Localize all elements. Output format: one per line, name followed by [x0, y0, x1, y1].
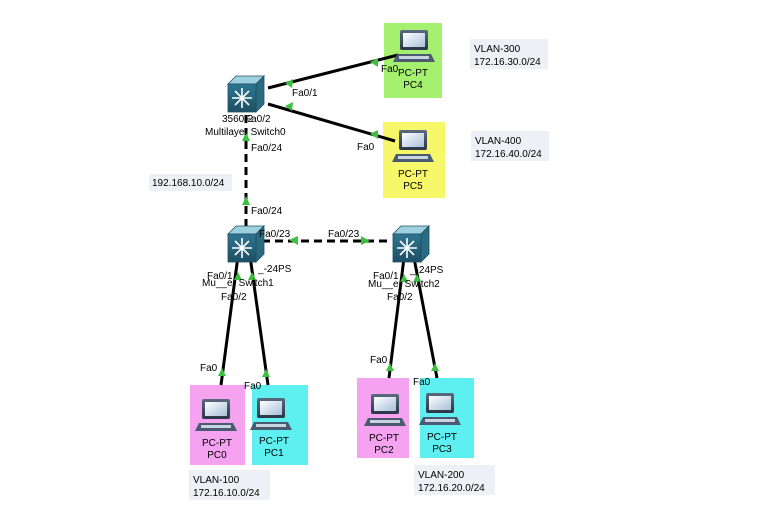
pc3[interactable] — [419, 393, 461, 425]
link-up-indicator — [242, 196, 250, 205]
link-up-indicator — [248, 272, 256, 280]
note-background — [470, 39, 548, 69]
port-label: Fa0/2 — [245, 114, 271, 125]
note-vlan200: VLAN-200 172.16.20.0/24 — [414, 465, 495, 495]
ms2-model: _-24PS — [409, 265, 444, 276]
ms1-name: Mu__er Switch1 — [202, 278, 274, 289]
port-labels: Fa0/1 Fa0/2 Fa0/24 Fa0/24 Fa0/23 Fa0/23 … — [200, 64, 431, 392]
pc4-name: PC4 — [403, 80, 423, 91]
port-label: Fa0 — [357, 142, 375, 153]
note-vlan-net: 172.16.20.0/24 — [418, 483, 485, 494]
pc-icon — [195, 399, 237, 431]
port-label: Fa0/24 — [251, 143, 283, 154]
switch-arrows-icon — [232, 238, 252, 258]
link-ms2-pc2[interactable] — [387, 257, 406, 379]
note-vlan-net: 172.16.40.0/24 — [475, 149, 542, 160]
pc4-type: PC-PT — [398, 68, 428, 79]
pc-icon — [364, 394, 406, 426]
pc4[interactable] — [393, 30, 435, 62]
multilayer-switch2[interactable] — [392, 225, 430, 263]
port-label: Fa0 — [200, 363, 218, 374]
pc1-name: PC1 — [264, 448, 284, 459]
port-label: Fa0/23 — [328, 229, 360, 240]
link-up-indicator — [285, 79, 293, 88]
port-label: Fa0/1 — [207, 271, 233, 282]
link-up-indicator — [234, 272, 242, 280]
pc0-name: PC0 — [207, 450, 227, 461]
link-up-indicator — [370, 58, 378, 67]
note-vlan-net: 172.16.30.0/24 — [474, 57, 541, 68]
link-up-indicator — [431, 363, 439, 371]
pc2-type: PC-PT — [369, 433, 399, 444]
link-up-indicator — [400, 274, 408, 282]
note-background — [414, 465, 495, 495]
link-status-indicators — [218, 58, 439, 377]
link-ms1-pc0[interactable] — [219, 255, 240, 386]
port-label: Fa0/2 — [387, 292, 413, 303]
pc2[interactable] — [364, 394, 406, 426]
note-vlan400: VLAN-400 172.16.40.0/24 — [471, 131, 549, 161]
link-up-indicator — [370, 130, 378, 139]
link-up-indicator — [413, 274, 421, 282]
pc5-type: PC-PT — [398, 169, 428, 180]
note-vlan-name: VLAN-100 — [193, 475, 240, 486]
pc-icon — [393, 30, 435, 62]
pc5-name: PC5 — [403, 181, 423, 192]
pc3-name: PC3 — [432, 444, 452, 455]
pc1[interactable] — [250, 398, 292, 430]
pc1-type: PC-PT — [259, 436, 289, 447]
note-background — [471, 131, 549, 161]
ms0-name: Multilayer Switch0 — [205, 127, 286, 138]
ms1-model: _-24PS — [257, 264, 292, 275]
pc0-type: PC-PT — [202, 438, 232, 449]
link-up-indicator — [285, 102, 293, 111]
pc-icon — [250, 398, 292, 430]
port-label: Fa0/2 — [221, 292, 247, 303]
pc-icon — [392, 130, 434, 162]
port-label: Fa0/1 — [292, 88, 318, 99]
note-uplink-net: 192.168.10.0/24 — [152, 178, 225, 189]
note-background — [149, 174, 232, 191]
port-label: Fa0/23 — [259, 229, 291, 240]
pc2-name: PC2 — [374, 445, 394, 456]
link-up-indicator — [262, 369, 270, 377]
link-up-indicator — [218, 368, 226, 376]
note-vlan-net: 172.16.10.0/24 — [193, 488, 260, 499]
note-vlan100: VLAN-100 172.16.10.0/24 — [189, 470, 270, 500]
port-label: Fa0/24 — [251, 206, 283, 217]
link-up-indicator — [242, 132, 250, 141]
pc0[interactable] — [195, 399, 237, 431]
link-up-indicator — [289, 236, 298, 245]
note-background — [189, 470, 270, 500]
link-up-indicator — [386, 363, 394, 371]
note-vlan300: VLAN-300 172.16.30.0/24 — [470, 39, 548, 69]
note-uplink: 192.168.10.0/24 — [149, 174, 232, 191]
port-label: Fa0 — [413, 377, 431, 388]
note-vlan-name: VLAN-400 — [475, 136, 522, 147]
pc-icon — [419, 393, 461, 425]
note-vlan-name: VLAN-200 — [418, 470, 465, 481]
port-label: Fa0 — [244, 381, 262, 392]
pc5[interactable] — [392, 130, 434, 162]
switch-arrows-icon — [397, 238, 417, 258]
multilayer-switch0[interactable] — [227, 75, 265, 113]
switch-arrows-icon — [232, 88, 252, 108]
pc3-type: PC-PT — [427, 432, 457, 443]
port-label: Fa0 — [370, 355, 388, 366]
note-vlan-name: VLAN-300 — [474, 44, 521, 55]
ms0-model: 3560-2 — [222, 114, 254, 125]
link-up-indicator — [361, 236, 370, 245]
device-labels: PC-PT PC4 PC-PT PC5 PC-PT PC0 PC-PT PC1 … — [202, 68, 457, 461]
ms2-name: Mu__er Switch2 — [368, 279, 440, 290]
multilayer-switch1[interactable] — [227, 225, 265, 263]
port-label: Fa0/1 — [373, 271, 399, 282]
port-label: Fa0 — [381, 64, 399, 75]
